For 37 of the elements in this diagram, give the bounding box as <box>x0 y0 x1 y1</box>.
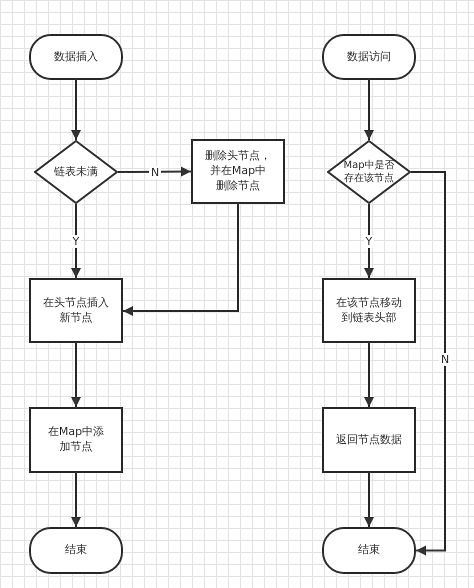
node-label: 结束 <box>357 543 381 558</box>
process-box <box>191 139 285 204</box>
edge-label: N <box>149 166 162 178</box>
node-label: 在Map中添加节点 <box>46 425 106 455</box>
edge-label: N <box>439 352 452 366</box>
process-box <box>29 407 123 473</box>
process-box <box>29 278 123 343</box>
arrow <box>364 80 374 140</box>
arrow <box>71 343 81 407</box>
node-label: 数据访问 <box>346 50 392 64</box>
terminal-shape <box>29 527 123 574</box>
terminal-shape <box>322 34 416 80</box>
node-label: 数据插入 <box>53 50 99 64</box>
edge-label: Y <box>70 234 82 248</box>
arrow <box>364 343 374 407</box>
edge-label: Y <box>364 234 374 248</box>
node-label: 在该节点移动到链表头部 <box>335 296 403 326</box>
node-label: 返回节点数据 <box>335 432 403 448</box>
process-box <box>322 278 416 343</box>
arrow <box>71 80 81 140</box>
arrow <box>123 204 239 316</box>
process-box <box>322 407 416 473</box>
arrow <box>364 473 374 527</box>
node-label: 删除头节点，并在Map中删除节点 <box>205 149 271 194</box>
arrow <box>71 473 81 527</box>
terminal-shape <box>322 527 416 574</box>
node-label: 在头节点插入新节点 <box>42 296 110 326</box>
arrow <box>118 166 191 177</box>
arrow <box>364 204 374 278</box>
arrow <box>71 204 81 278</box>
terminal-shape <box>29 34 123 80</box>
node-label: Map中是否存在该节点 <box>342 158 396 186</box>
node-label: 链表未满 <box>53 164 99 180</box>
node-label: 结束 <box>64 543 88 558</box>
arrow <box>411 171 446 556</box>
decision-diamond <box>327 140 411 204</box>
decision-diamond <box>34 140 118 204</box>
